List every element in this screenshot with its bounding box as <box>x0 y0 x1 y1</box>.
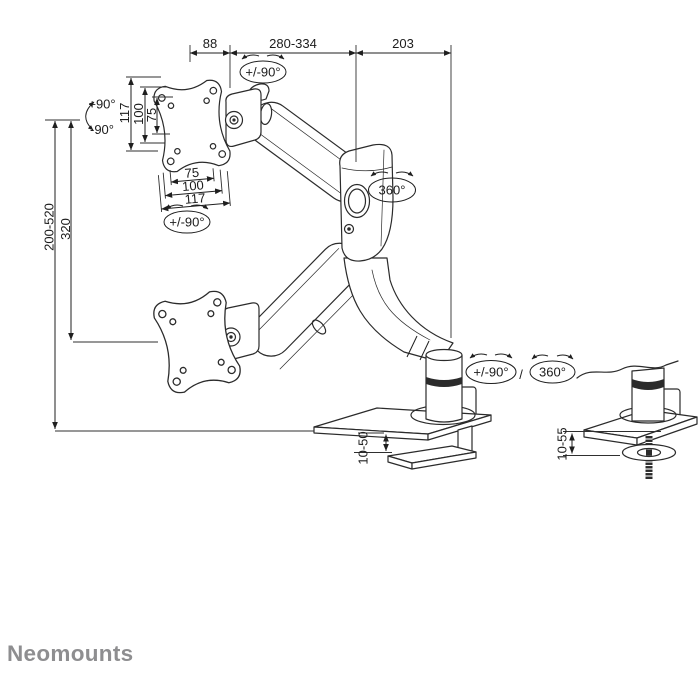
desk-clamp-base <box>313 335 492 470</box>
base-swivel-label: +/-90° <box>473 365 508 380</box>
brand-logo: Neomounts <box>7 641 134 666</box>
base-rotation-label: 360° <box>539 365 566 380</box>
top-dimensions: 88 280-334 203 <box>189 36 452 338</box>
tube-stop-ring <box>406 335 418 358</box>
grommet-rod-assembly <box>621 436 677 479</box>
lower-vesa-assembly <box>150 288 260 396</box>
vesa-horizontal-dimensions: 75 100 117 <box>157 165 231 213</box>
dim-rear-label: 203 <box>392 36 414 51</box>
tube-side-edge <box>279 287 361 370</box>
vesa-h-outer-label: 117 <box>184 190 206 207</box>
arm-rotation-label: 360° <box>379 183 406 198</box>
arm-rotation-indicator: 360° <box>368 171 416 203</box>
tilt-indicator: +90° -90° <box>85 97 116 137</box>
vesa-vertical-dimensions: 117 100 75 <box>117 76 173 152</box>
dim-reach-label: 280-334 <box>269 36 317 51</box>
grommet-mount <box>576 360 698 479</box>
dim-depth-label: 88 <box>203 36 217 51</box>
joint-screw <box>343 223 355 235</box>
head-swivel-indicator: +/-90° <box>239 54 287 84</box>
tilt-down-label: -90° <box>90 122 114 137</box>
joint-cylinder-opening <box>343 183 371 219</box>
upper-vesa-assembly <box>151 78 270 174</box>
vesa-v-mid-label: 100 <box>131 103 146 125</box>
vesa-h-mid-label: 100 <box>181 177 204 194</box>
vesa-plate-raised <box>151 78 233 174</box>
vesa-rotation-indicator: +/-90° <box>163 204 211 234</box>
tilt-up-label: +90° <box>88 97 115 112</box>
tube-slot-hole <box>311 319 327 335</box>
base-swivel-indicator: +/-90° <box>465 353 517 384</box>
clamp-range-label: 10-50 <box>356 431 371 464</box>
vesa-rotation-label: +/-90° <box>169 215 204 230</box>
cutoff-wave-line <box>576 360 679 379</box>
rotation-separator: / <box>519 367 523 382</box>
dim-height-center-label: 320 <box>58 218 73 240</box>
base-rotation-indicator: 360° <box>529 354 576 384</box>
gas-spring-tube <box>343 257 454 363</box>
tilt-bracket <box>225 88 262 148</box>
rotation-labels: +/-90° +90° -90° +/-90° 360° +/-90° <box>85 54 576 384</box>
left-height-dimensions: 200-520 320 <box>42 119 158 430</box>
grommet-range-label: 10-55 <box>555 427 570 460</box>
base-column <box>425 348 463 423</box>
tube-stop-ring <box>419 340 430 361</box>
grommet-thickness-dimension: 10-55 <box>555 427 661 461</box>
column-ring-band <box>426 377 462 387</box>
vesa-v-inner-label: 75 <box>144 108 159 122</box>
clamp-thickness-dimension: 10-50 <box>354 431 392 465</box>
grommet-column <box>576 360 679 422</box>
vesa-v-outer-label: 117 <box>117 103 132 124</box>
column-ring-band <box>632 379 664 390</box>
dim-height-range-label: 200-520 <box>42 203 57 251</box>
elbow-joint-head <box>339 143 394 262</box>
vesa-h-inner-label: 75 <box>184 165 200 181</box>
head-swivel-label: +/-90° <box>245 65 280 80</box>
